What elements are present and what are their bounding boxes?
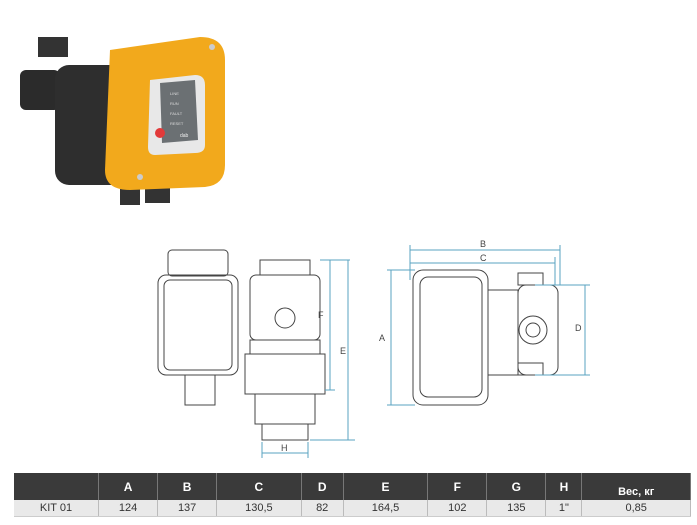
panel-label-line: LINE (170, 91, 179, 96)
cell-model: KIT 01 (14, 500, 99, 517)
header-model (14, 473, 99, 500)
cell-e: 164,5 (343, 500, 429, 517)
dim-label-a: A (379, 333, 385, 343)
cell-f: 102 (427, 500, 488, 517)
table-header-row: A B C D E F G H Вес, кг (14, 473, 691, 500)
front-drawing: F E H (157, 249, 355, 458)
header-g: G (486, 473, 547, 500)
dim-label-b: B (480, 239, 486, 249)
table-row: KIT 01 124 137 130,5 82 164,5 102 135 1"… (14, 500, 691, 517)
panel-label-run: RUN (170, 101, 179, 106)
cell-a: 124 (98, 500, 159, 517)
cell-d: 82 (301, 500, 344, 517)
header-c: C (216, 473, 302, 500)
cell-weight: 0,85 (581, 500, 691, 517)
header-a: A (98, 473, 159, 500)
cell-h: 1" (545, 500, 583, 517)
cell-g: 135 (486, 500, 547, 517)
product-photo: LINE RUN FAULT RESET dab (20, 37, 225, 205)
header-e: E (343, 473, 429, 500)
header-d: D (301, 473, 344, 500)
header-weight: Вес, кг (581, 473, 691, 500)
dim-label-e: E (340, 346, 346, 356)
panel-label-fault: FAULT (170, 111, 183, 116)
dim-label-f: F (318, 310, 324, 320)
dim-label-h: H (281, 443, 288, 453)
cell-b: 137 (157, 500, 218, 517)
dim-label-c: C (480, 253, 487, 263)
header-b: B (157, 473, 218, 500)
dim-label-d: D (575, 323, 582, 333)
header-h: H (545, 473, 583, 500)
side-drawing: B C A D (379, 239, 590, 406)
header-f: F (427, 473, 488, 500)
dimensions-table: A B C D E F G H Вес, кг KIT 01 124 137 1… (14, 473, 691, 517)
panel-label-reset: RESET (170, 121, 184, 126)
brand-logo: dab (180, 133, 189, 139)
cell-c: 130,5 (216, 500, 302, 517)
